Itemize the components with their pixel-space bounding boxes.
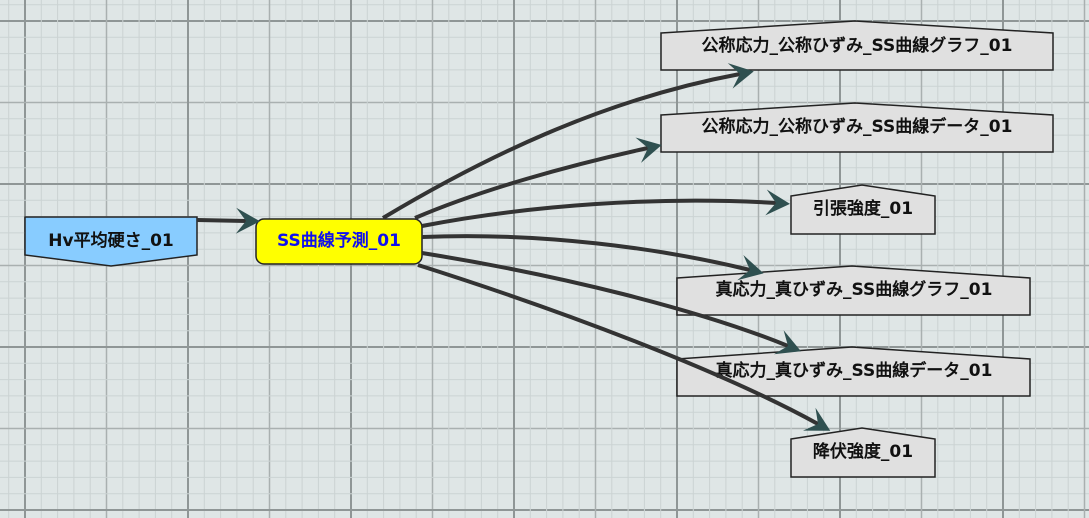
node-true-ss-graph[interactable]: 真応力_真ひずみ_SS曲線グラフ_01 bbox=[676, 265, 1031, 316]
node-nominal-ss-graph[interactable]: 公称応力_公称ひずみ_SS曲線グラフ_01 bbox=[660, 20, 1054, 71]
edge-ss-to-nominal-graph[interactable] bbox=[381, 72, 741, 220]
arrowhead-icon bbox=[727, 63, 754, 89]
arrowhead-icon bbox=[802, 407, 831, 431]
node-tensile-strength[interactable]: 引張強度_01 bbox=[790, 184, 936, 235]
node-label: 真応力_真ひずみ_SS曲線グラフ_01 bbox=[716, 279, 993, 300]
arrowhead-icon bbox=[773, 330, 801, 355]
arrowhead-icon bbox=[235, 207, 260, 234]
input-node-shape bbox=[24, 216, 198, 267]
node-ss-curve-prediction[interactable]: SS曲線予測_01 bbox=[255, 218, 423, 265]
edge-ss-to-yield[interactable] bbox=[417, 263, 819, 426]
node-label: 真応力_真ひずみ_SS曲線データ_01 bbox=[716, 360, 993, 381]
node-hv-average-hardness[interactable]: Hv平均硬さ_01 bbox=[24, 216, 198, 267]
process-node-shape bbox=[255, 218, 423, 265]
node-nominal-ss-data[interactable]: 公称応力_公称ひずみ_SS曲線データ_01 bbox=[660, 102, 1054, 153]
node-label: 公称応力_公称ひずみ_SS曲線データ_01 bbox=[702, 116, 1013, 137]
node-label: 引張強度_01 bbox=[813, 198, 913, 219]
node-label: SS曲線予測_01 bbox=[277, 230, 401, 251]
output-node-shape bbox=[660, 102, 1054, 153]
output-node-shape bbox=[790, 427, 936, 478]
arrowhead-icon bbox=[737, 255, 764, 281]
edge-ss-to-true-graph[interactable] bbox=[421, 234, 751, 272]
edge-ss-to-nominal-data[interactable] bbox=[414, 146, 649, 220]
output-node-shape bbox=[790, 184, 936, 235]
output-node-shape bbox=[660, 20, 1054, 71]
node-label: 降伏強度_01 bbox=[813, 441, 913, 462]
edge-ss-to-tensile[interactable] bbox=[421, 198, 777, 228]
node-label: 公称応力_公称ひずみ_SS曲線グラフ_01 bbox=[702, 35, 1013, 56]
node-true-ss-data[interactable]: 真応力_真ひずみ_SS曲線データ_01 bbox=[676, 346, 1031, 397]
node-yield-strength[interactable]: 降伏強度_01 bbox=[790, 427, 936, 478]
output-node-shape bbox=[676, 346, 1031, 397]
arrowhead-icon bbox=[635, 137, 662, 163]
edge-ss-to-true-data[interactable] bbox=[421, 251, 789, 348]
node-label: Hv平均硬さ_01 bbox=[48, 230, 173, 251]
edge-hv-to-ss[interactable] bbox=[196, 218, 247, 223]
arrowhead-icon bbox=[765, 189, 790, 216]
